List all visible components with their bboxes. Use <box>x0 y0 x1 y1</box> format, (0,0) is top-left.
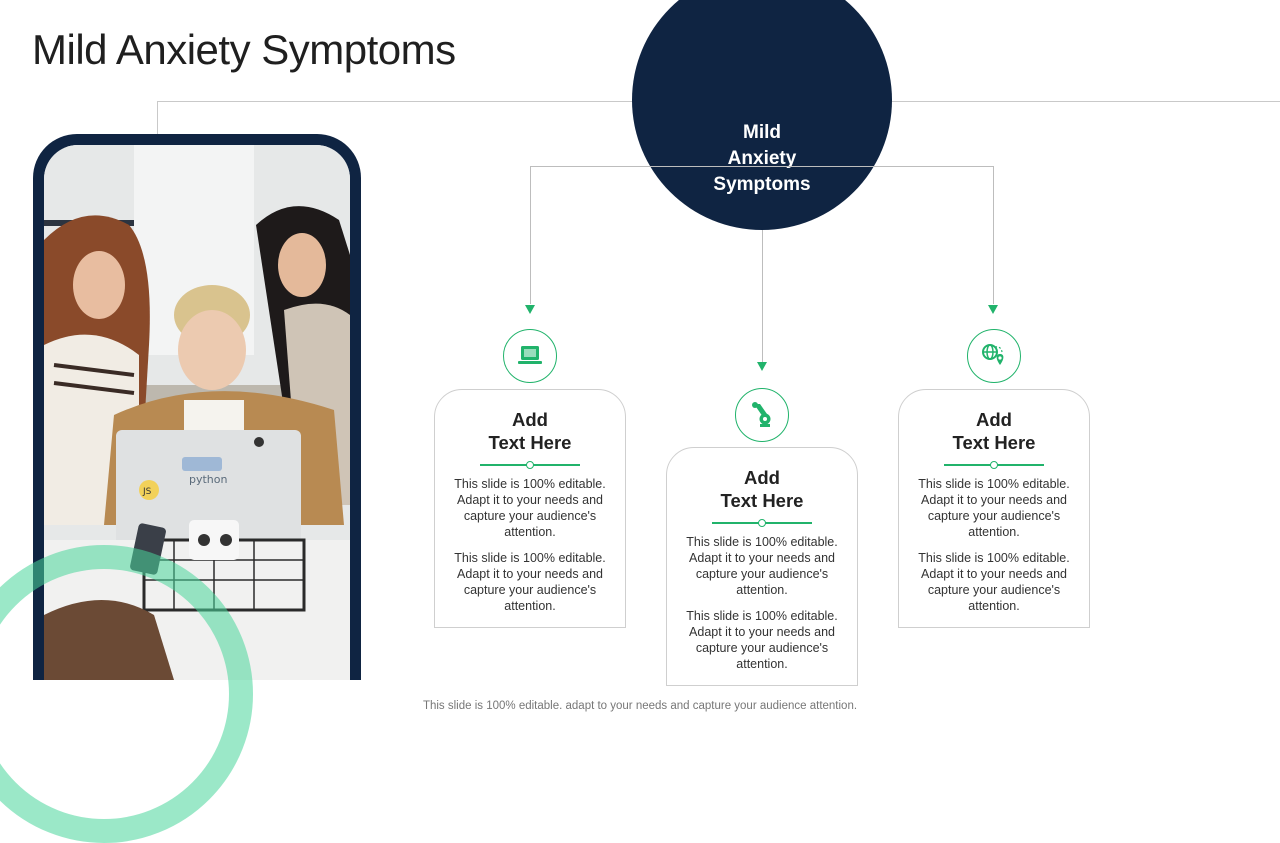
arrow-left <box>525 305 535 314</box>
robot-arm-icon-circle <box>735 388 789 442</box>
arrow-right <box>988 305 998 314</box>
globe-location-icon <box>979 341 1009 371</box>
connector-horizontal <box>530 166 994 167</box>
card-divider <box>944 464 1044 466</box>
card-text: This slide is 100% editable. Adapt it to… <box>683 608 841 672</box>
divider-dot <box>526 461 534 469</box>
card-text: This slide is 100% editable. Adapt it to… <box>915 476 1073 540</box>
connector-right <box>993 166 994 304</box>
frame-line-left <box>157 101 158 135</box>
laptop-icon-circle <box>503 329 557 383</box>
connector-left <box>530 166 531 304</box>
divider-dot <box>990 461 998 469</box>
robot-arm-icon <box>747 400 777 430</box>
footer-note: This slide is 100% editable. adapt to yo… <box>0 700 1280 712</box>
card-left: Add Text Here This slide is 100% editabl… <box>434 389 626 628</box>
card-divider <box>480 464 580 466</box>
page-title: Mild Anxiety Symptoms <box>32 26 456 74</box>
globe-location-icon-circle <box>967 329 1021 383</box>
card-title: Add Text Here <box>899 408 1089 454</box>
laptop-sticker-js: JS <box>142 487 152 497</box>
card-text: This slide is 100% editable. Adapt it to… <box>451 550 609 614</box>
card-text: This slide is 100% editable. Adapt it to… <box>683 534 841 598</box>
divider-dot <box>758 519 766 527</box>
card-text: This slide is 100% editable. Adapt it to… <box>451 476 609 540</box>
card-center: Add Text Here This slide is 100% editabl… <box>666 447 858 686</box>
laptop-sticker-python: python <box>189 473 228 486</box>
card-title: Add Text Here <box>667 466 857 512</box>
card-title: Add Text Here <box>435 408 625 454</box>
hub-label: Mild Anxiety Symptoms <box>697 120 827 198</box>
card-text: This slide is 100% editable. Adapt it to… <box>915 550 1073 614</box>
card-divider <box>712 522 812 524</box>
card-right: Add Text Here This slide is 100% editabl… <box>898 389 1090 628</box>
hub-circle: Mild Anxiety Symptoms <box>632 0 892 230</box>
laptop-icon <box>515 341 545 371</box>
arrow-center <box>757 362 767 371</box>
connector-center <box>762 230 763 362</box>
